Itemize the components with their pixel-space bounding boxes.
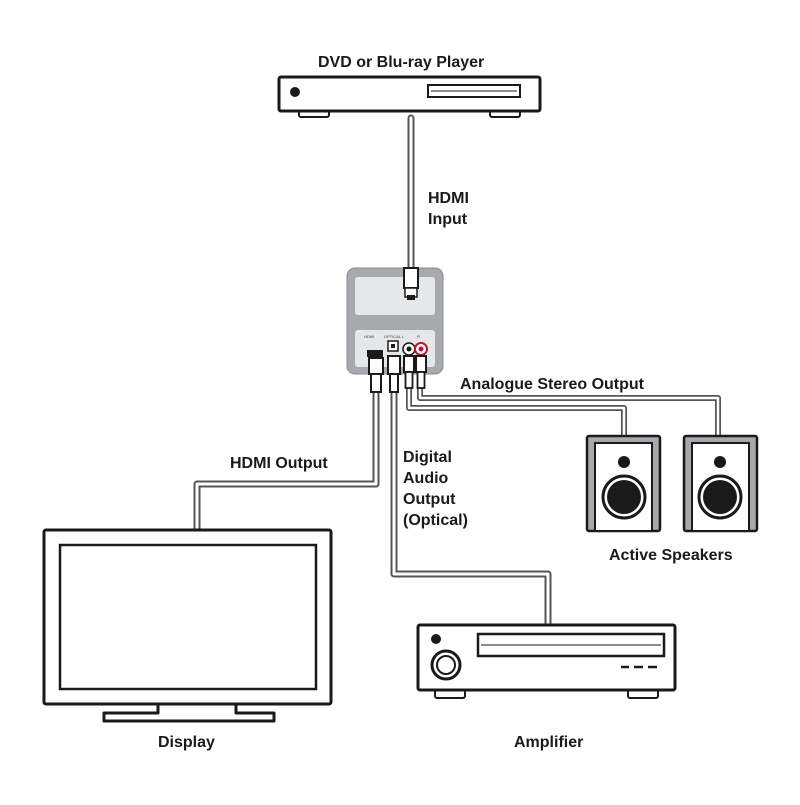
display-monitor <box>42 528 333 723</box>
dvd-player <box>277 75 542 118</box>
power-button <box>290 87 300 97</box>
port-label-r: R <box>417 334 420 339</box>
optical-cable <box>390 388 552 630</box>
splitter-device: HDMI OPTICAL L R <box>346 267 444 393</box>
hdmi-input-label-line2: Input <box>428 211 468 228</box>
port-label-l: L <box>402 334 405 339</box>
hdmi-input-label: HDMI Input <box>428 188 469 230</box>
analogue-left-cable <box>406 385 627 441</box>
digital-audio-label: Digital Audio Output (Optical) <box>403 447 468 531</box>
speaker-left <box>585 434 662 533</box>
digital-audio-line3: Output <box>403 491 456 508</box>
port-label-hdmi: HDMI <box>364 334 374 339</box>
port-label-optical: OPTICAL <box>384 334 402 339</box>
analogue-right-cable <box>417 385 721 441</box>
display-label: Display <box>158 734 215 751</box>
speakers-label: Active Speakers <box>609 547 733 564</box>
amplifier-unit <box>416 623 677 699</box>
digital-audio-line4: (Optical) <box>403 512 468 529</box>
hdmi-output-label: HDMI Output <box>230 455 328 472</box>
speaker-right <box>682 434 759 533</box>
digital-audio-line2: Audio <box>403 470 449 487</box>
analogue-output-label: Analogue Stereo Output <box>460 376 644 393</box>
source-label: DVD or Blu-ray Player <box>318 54 485 71</box>
amplifier-label: Amplifier <box>514 734 584 751</box>
hdmi-input-label-line1: HDMI <box>428 190 469 207</box>
digital-audio-line1: Digital <box>403 449 452 466</box>
hdmi-output-cable <box>193 388 380 534</box>
cables <box>193 114 721 630</box>
